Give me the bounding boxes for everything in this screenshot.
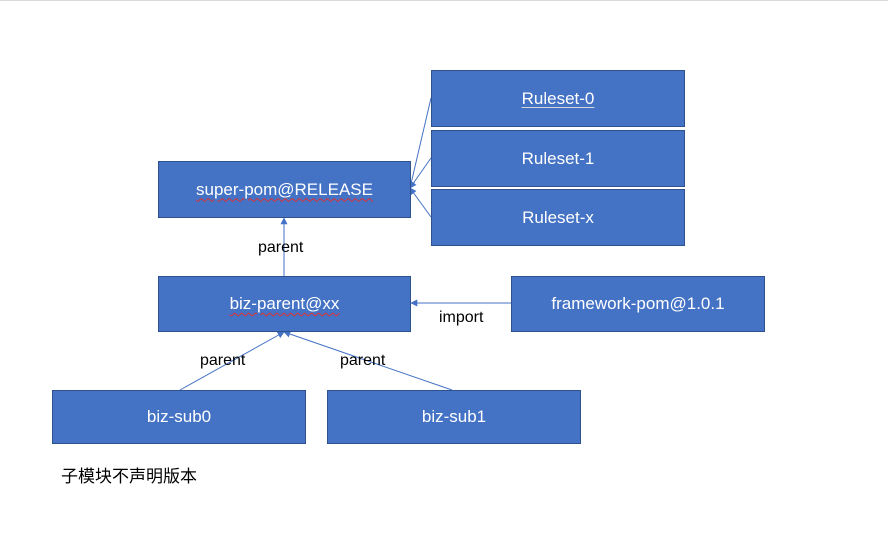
edge-label-parent-left: parent [200,352,246,369]
node-biz-sub0-label: biz-sub0 [146,407,212,426]
edge-bizsub0-to-bizparent [179,331,285,391]
node-biz-parent: biz-parent@xx [158,276,411,332]
node-super-pom-label: super-pom@RELEASE [196,179,373,199]
node-ruleset-0-label: Ruleset-0 [521,88,595,108]
edge-label-parent-top: parent [258,239,304,256]
edge-label-import: import [439,309,484,326]
edge-label-parent-right: parent [340,352,386,369]
node-ruleset-1-label: Ruleset-1 [521,148,595,168]
edge-rulesetx-to-superpom [409,187,432,218]
edge-ruleset1-to-superpom [409,157,432,189]
edge-ruleset0-to-superpom [408,97,432,189]
edge-bizsub1-to-bizparent [283,330,453,391]
node-framework-pom-label: framework-pom@1.0.1 [551,294,725,313]
node-ruleset-1: Ruleset-1 [431,130,685,187]
node-ruleset-x: Ruleset-x [431,189,685,246]
node-framework-pom: framework-pom@1.0.1 [511,276,765,332]
node-ruleset-0: Ruleset-0 [431,70,685,127]
node-biz-sub1-label: biz-sub1 [421,407,487,426]
node-ruleset-x-label: Ruleset-x [522,207,594,227]
node-super-pom: super-pom@RELEASE [158,161,411,218]
top-divider [0,0,888,1]
node-biz-parent-label: biz-parent@xx [229,294,340,313]
node-biz-sub0: biz-sub0 [52,390,306,444]
node-biz-sub1: biz-sub1 [327,390,581,444]
footnote: 子模块不声明版本 [61,467,197,486]
